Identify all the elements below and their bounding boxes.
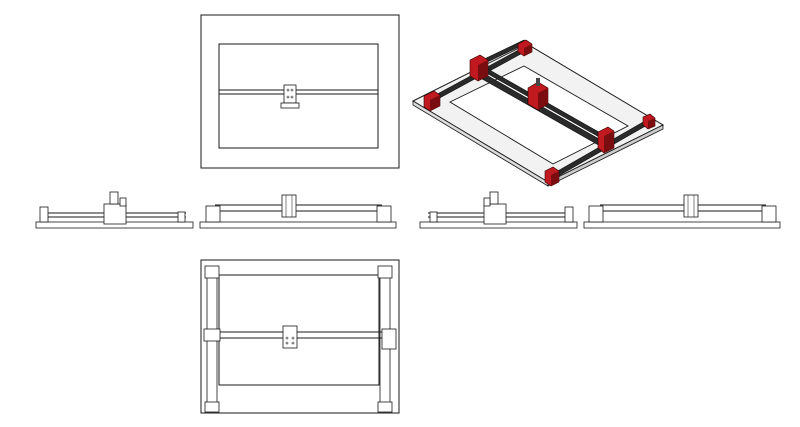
- back-view: [419, 191, 578, 229]
- bottom-view-carriage: [282, 325, 298, 349]
- left-view: [583, 194, 781, 229]
- bottom-view-bed: [218, 274, 380, 386]
- bottom-view-frame: [200, 259, 400, 414]
- back-view-left-block: [429, 211, 438, 223]
- right-view: [199, 194, 397, 229]
- left-view-right-block: [761, 205, 777, 223]
- left-view-base: [583, 221, 781, 229]
- left-view-left-block: [588, 205, 604, 223]
- top-view-bed: [218, 43, 379, 149]
- back-view-carriage: [483, 203, 507, 225]
- right-view-right-block: [376, 205, 392, 223]
- right-view-carriage: [281, 194, 297, 218]
- iso-corner-block-2: [517, 39, 533, 57]
- top-view: [200, 14, 400, 169]
- iso-corner-block-4: [544, 166, 560, 187]
- right-view-base: [199, 221, 397, 229]
- top-view-tool-head: [280, 102, 300, 109]
- top-view-frame: [200, 14, 400, 169]
- top-view-carriage: [283, 84, 297, 104]
- right-view-left-block: [205, 205, 221, 223]
- iso-tool-carriage: [527, 78, 549, 111]
- iso-corner-block-1: [423, 90, 441, 112]
- front-view-right-block: [177, 211, 186, 223]
- iso-corner-block-3: [642, 113, 656, 130]
- front-view-left-block: [39, 206, 49, 223]
- isometric-view: [411, 39, 665, 187]
- iso-gantry-block-1: [469, 54, 489, 82]
- left-view-carriage: [683, 194, 699, 218]
- back-view-right-block: [564, 206, 574, 223]
- bottom-view: [200, 259, 400, 414]
- iso-gantry-block-2: [597, 126, 615, 154]
- front-view: [35, 191, 194, 229]
- front-view-carriage: [103, 203, 127, 225]
